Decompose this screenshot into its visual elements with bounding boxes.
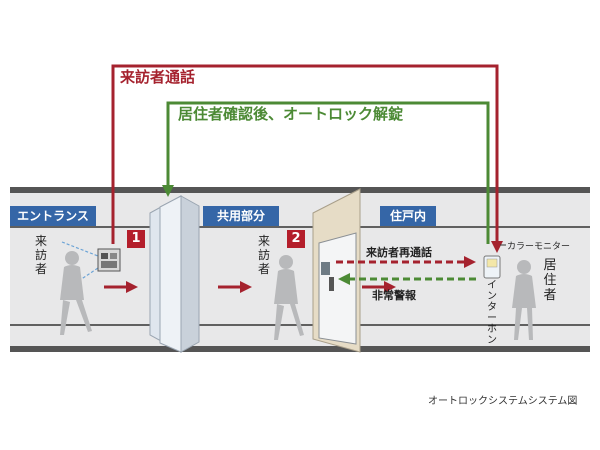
corridor-bottom-rail bbox=[10, 346, 590, 352]
entrance-door-glass bbox=[159, 195, 182, 353]
resident-silhouette bbox=[512, 260, 536, 340]
zone-label-entrance: エントランス bbox=[10, 206, 96, 226]
visitor-silhouette-1 bbox=[60, 251, 92, 335]
alarm-label: 非常警報 bbox=[372, 289, 416, 302]
visitor-call-arrowhead bbox=[491, 241, 503, 253]
door-handle bbox=[329, 277, 334, 291]
door-intercom bbox=[321, 262, 330, 275]
alarm-arrowhead bbox=[338, 273, 350, 285]
visitor-silhouette-2 bbox=[274, 255, 304, 340]
unit-door-leaf bbox=[318, 232, 357, 345]
panel-view-line-top bbox=[61, 241, 99, 257]
color-monitor-screen bbox=[486, 258, 498, 268]
corridor-top-rail bbox=[10, 187, 590, 193]
visitor-call-label: 来訪者通話 bbox=[120, 68, 196, 86]
zone-label-common: 共用部分 bbox=[203, 206, 279, 226]
caption: オートロックシステムシステム図 bbox=[428, 396, 578, 407]
entrance-panel-camera bbox=[101, 253, 108, 259]
recall-label: 来訪者再通話 bbox=[366, 246, 432, 259]
unlock-label: 居住者確認後、オートロック解錠 bbox=[178, 105, 404, 123]
move-arrow-3-head bbox=[384, 281, 396, 293]
zone-label-dwelling: 住戸内 bbox=[380, 206, 436, 226]
resident-label: 居住者 bbox=[543, 258, 557, 303]
unlock-arrowhead bbox=[162, 185, 174, 197]
visitor-label-1: 来訪者 bbox=[34, 234, 47, 276]
move-arrow-1-head bbox=[126, 281, 138, 293]
step-marker-1: 1 bbox=[127, 230, 145, 248]
color-monitor-label: カラーモニター bbox=[507, 242, 571, 252]
intercom-label: インターホン bbox=[487, 280, 497, 346]
visitor-label-2: 来訪者 bbox=[257, 234, 270, 276]
recall-arrowhead bbox=[464, 256, 476, 268]
move-arrow-2-head bbox=[240, 281, 252, 293]
unlock-line bbox=[166, 101, 490, 244]
entrance-panel-speaker bbox=[110, 253, 117, 259]
entrance-door-panel-right bbox=[180, 195, 200, 353]
visitor-call-line bbox=[111, 64, 499, 244]
step-marker-2: 2 bbox=[287, 230, 305, 248]
entrance-panel-keypad bbox=[101, 261, 117, 268]
